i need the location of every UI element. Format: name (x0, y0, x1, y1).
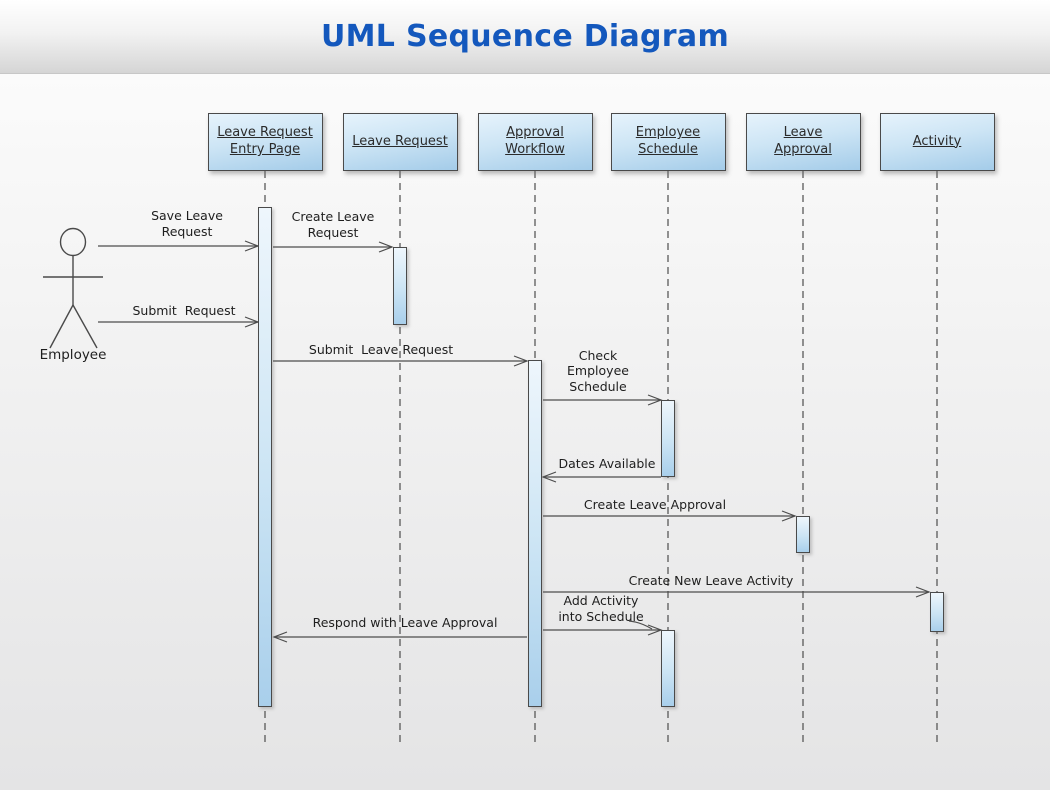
page-title: UML Sequence Diagram (320, 19, 730, 54)
message-arrowhead-submit-leave-request (513, 355, 529, 367)
lifeline-label: Approval Workflow (505, 125, 565, 157)
message-label-submit-request: Submit Request (132, 302, 236, 318)
lifeline-head-leave-request-entry-page: Leave Request Entry Page (207, 113, 323, 171)
message-label-create-leave-request: Create Leave Request (291, 209, 375, 240)
lifeline-label: Leave Request (352, 133, 448, 149)
message-label-add-activity-into-schedule: Add Activity into Schedule (558, 593, 644, 624)
actor-label: Employee (39, 347, 107, 363)
activation-bar (661, 630, 675, 707)
lifeline-head-employee-schedule: Employee Schedule (610, 113, 726, 171)
message-arrowhead-respond-with-leave-approval (272, 631, 288, 643)
lifeline-label: Leave Request Entry Page (217, 125, 313, 157)
message-arrowhead-dates-available (541, 471, 557, 483)
activation-bar (796, 516, 810, 553)
message-label-save-leave-request: Save Leave Request (151, 208, 223, 239)
message-arrowhead-create-new-leave-activity (915, 586, 931, 598)
activation-bar (661, 400, 675, 477)
actor-left-leg (49, 304, 74, 349)
lifeline-label: Leave Approval (774, 125, 832, 157)
lifeline-head-activity: Activity (879, 113, 995, 171)
message-label-respond-with-leave-approval: Respond with Leave Approval (312, 614, 498, 630)
activation-bar (930, 592, 944, 632)
label-leader-line (628, 620, 653, 630)
lifeline-label: Employee Schedule (635, 125, 701, 157)
activation-bar (528, 360, 542, 707)
message-label-create-new-leave-activity: Create New Leave Activity (628, 572, 794, 588)
lifeline-head-approval-workflow: Approval Workflow (477, 113, 593, 171)
message-arrowhead-create-leave-approval (781, 510, 797, 522)
title-band: UML Sequence Diagram (0, 0, 1050, 74)
message-label-create-leave-approval: Create Leave Approval (583, 496, 727, 512)
activation-bar (393, 247, 407, 325)
activation-bar (258, 207, 272, 707)
actor-figure (43, 227, 103, 349)
message-label-dates-available: Dates Available (558, 455, 656, 471)
lifeline-head-leave-approval: Leave Approval (745, 113, 861, 171)
message-arrowhead-create-leave-request (378, 241, 394, 253)
message-label-check-employee-schedule: Check Employee Schedule (567, 347, 629, 394)
lifeline-head-leave-request: Leave Request (342, 113, 458, 171)
lifeline-label: Activity (912, 133, 962, 149)
message-label-submit-leave-request: Submit Leave Request (308, 341, 454, 357)
actor-right-leg (72, 304, 98, 349)
